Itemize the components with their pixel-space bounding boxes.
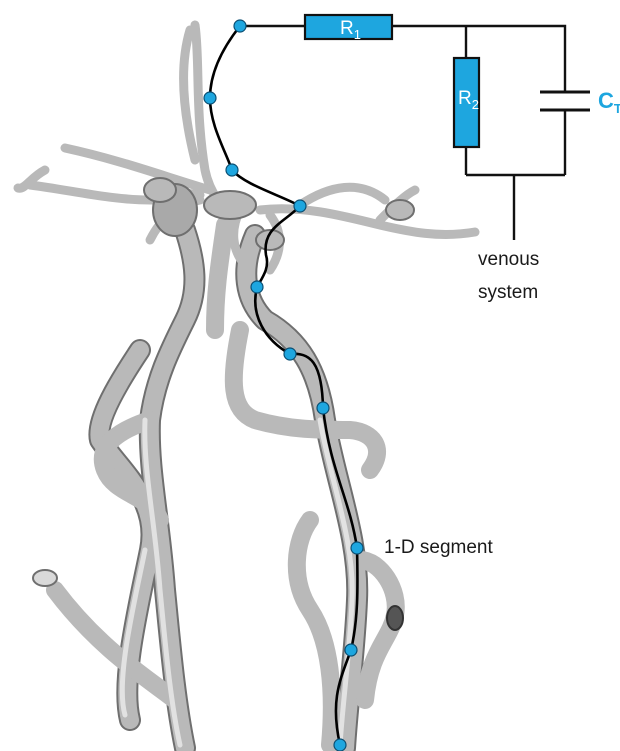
node-7	[317, 402, 329, 414]
node-5	[251, 281, 263, 293]
venous-label-line1: venous	[478, 249, 539, 270]
node-10	[334, 739, 346, 751]
node-4	[294, 200, 306, 212]
node-6	[284, 348, 296, 360]
node-3	[226, 164, 238, 176]
right-lower-branch	[297, 520, 332, 745]
node-1	[234, 20, 246, 32]
artery-tree	[18, 25, 475, 748]
venous-label-line2: system	[478, 282, 538, 303]
node-2	[204, 92, 216, 104]
node-8	[351, 542, 363, 554]
ct-label: CT	[598, 88, 620, 116]
basilar	[215, 225, 225, 330]
left-carotid	[150, 230, 195, 748]
windkessel-circuit: R1 R2 CT venous system	[240, 15, 620, 303]
segment-label: 1-D segment	[384, 537, 493, 558]
right-carotid	[246, 235, 357, 748]
node-9	[345, 644, 357, 656]
